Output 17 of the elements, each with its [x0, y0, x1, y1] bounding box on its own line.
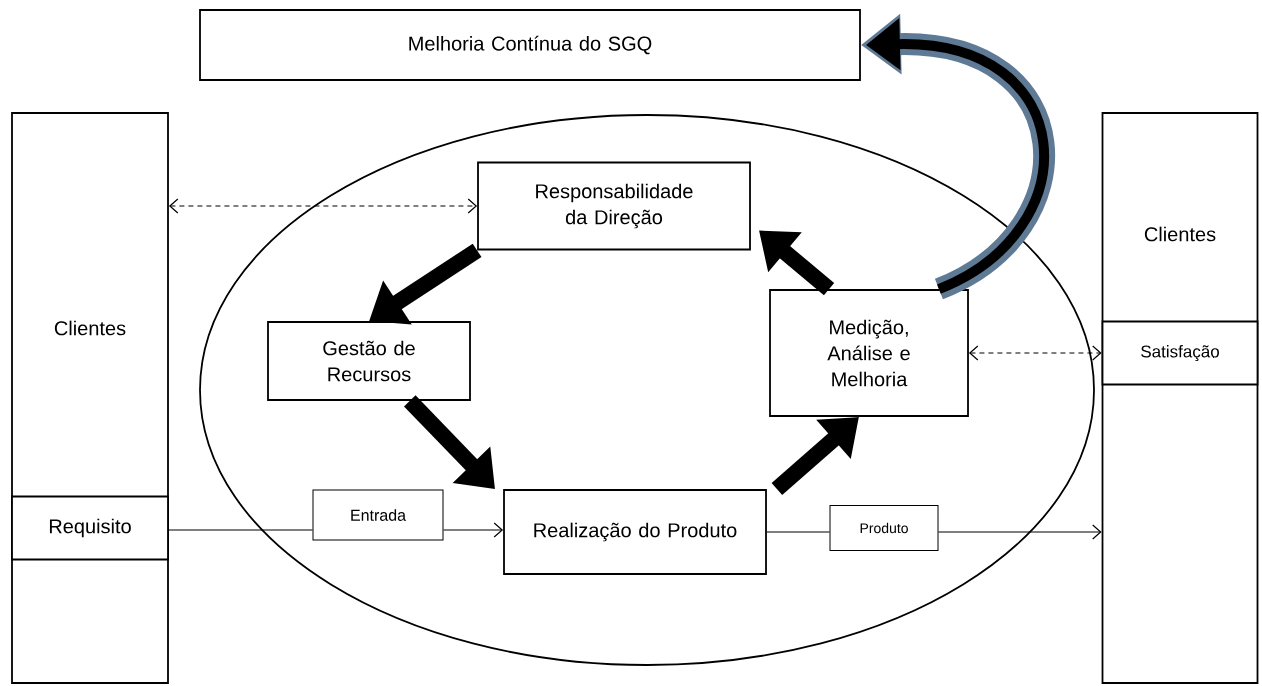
input-box: Entrada	[312, 489, 444, 541]
connector-line	[766, 531, 831, 533]
arrow	[442, 522, 504, 538]
process-box: Responsabilidade da Direção	[477, 161, 751, 251]
process-ellipse	[199, 114, 1095, 666]
output-box: Produto	[829, 505, 939, 551]
arrow	[968, 345, 1102, 361]
process-box: Medição, Análise e Melhoria	[769, 289, 969, 417]
block-arrow	[404, 395, 495, 489]
process-box: Gestão de Recursos	[267, 321, 471, 401]
satisfaction-box: Satisfação	[1101, 320, 1259, 386]
arrow	[168, 198, 478, 214]
arrow	[937, 524, 1102, 540]
improvement-box: Melhoria Contínua do SGQ	[199, 9, 861, 81]
connector-line	[168, 529, 314, 531]
process-box: Realização do Produto	[503, 489, 767, 575]
requirement-box: Requisito	[11, 495, 169, 561]
